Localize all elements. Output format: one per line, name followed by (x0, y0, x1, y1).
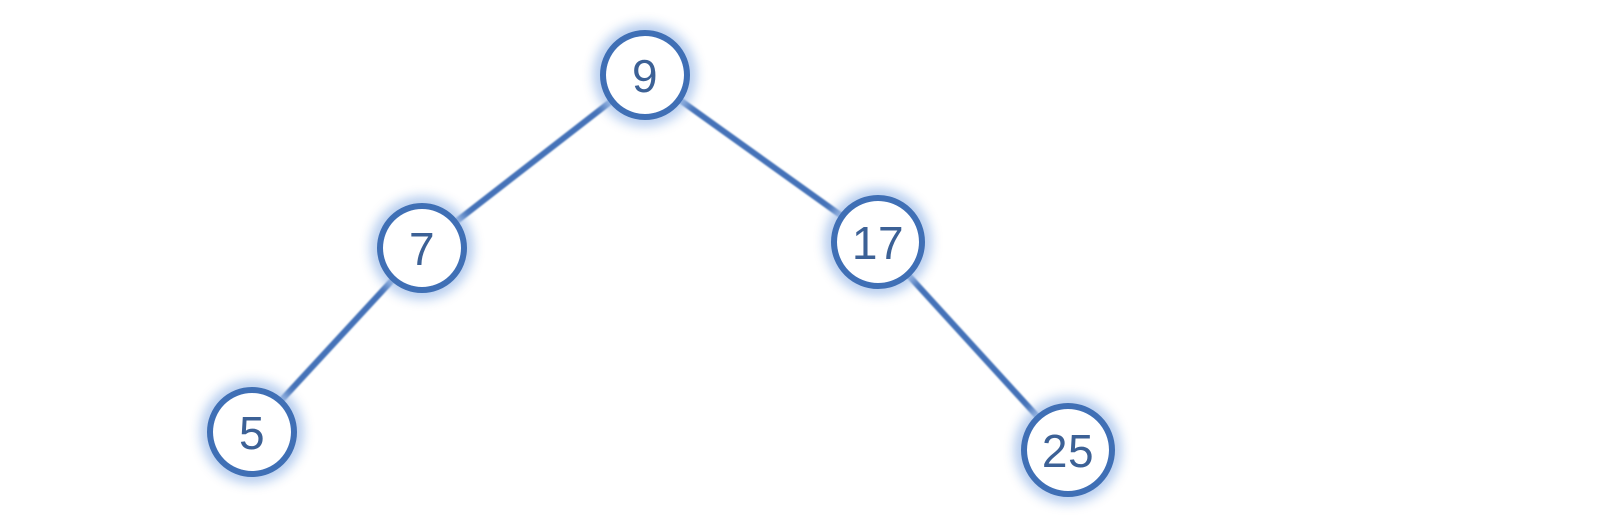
tree-node[interactable]: 7 (377, 203, 467, 293)
tree-node[interactable]: 5 (207, 387, 297, 477)
nodes-layer: 9 7 17 5 25 (207, 30, 1115, 497)
tree-node[interactable]: 9 (600, 30, 690, 120)
node-circle (377, 203, 467, 293)
node-label: 25 (1042, 425, 1094, 477)
node-fill (606, 36, 684, 114)
node-label: 17 (852, 217, 904, 269)
node-circle (207, 387, 297, 477)
tree-node[interactable]: 17 (831, 195, 925, 289)
node-label: 9 (632, 50, 658, 102)
node-circle (1021, 403, 1115, 497)
tree-edge (449, 95, 618, 228)
node-fill (837, 201, 919, 283)
node-label: 5 (239, 407, 265, 459)
tree-edge (673, 94, 848, 222)
node-label: 7 (409, 223, 435, 275)
node-circle (831, 195, 925, 289)
node-fill (383, 209, 461, 287)
tree-node[interactable]: 25 (1021, 403, 1115, 497)
edges-layer (275, 94, 1044, 423)
tree-edge (902, 269, 1044, 423)
node-fill (213, 393, 291, 471)
node-circle (600, 30, 690, 120)
tree-edge (275, 273, 399, 407)
node-fill (1027, 409, 1109, 491)
